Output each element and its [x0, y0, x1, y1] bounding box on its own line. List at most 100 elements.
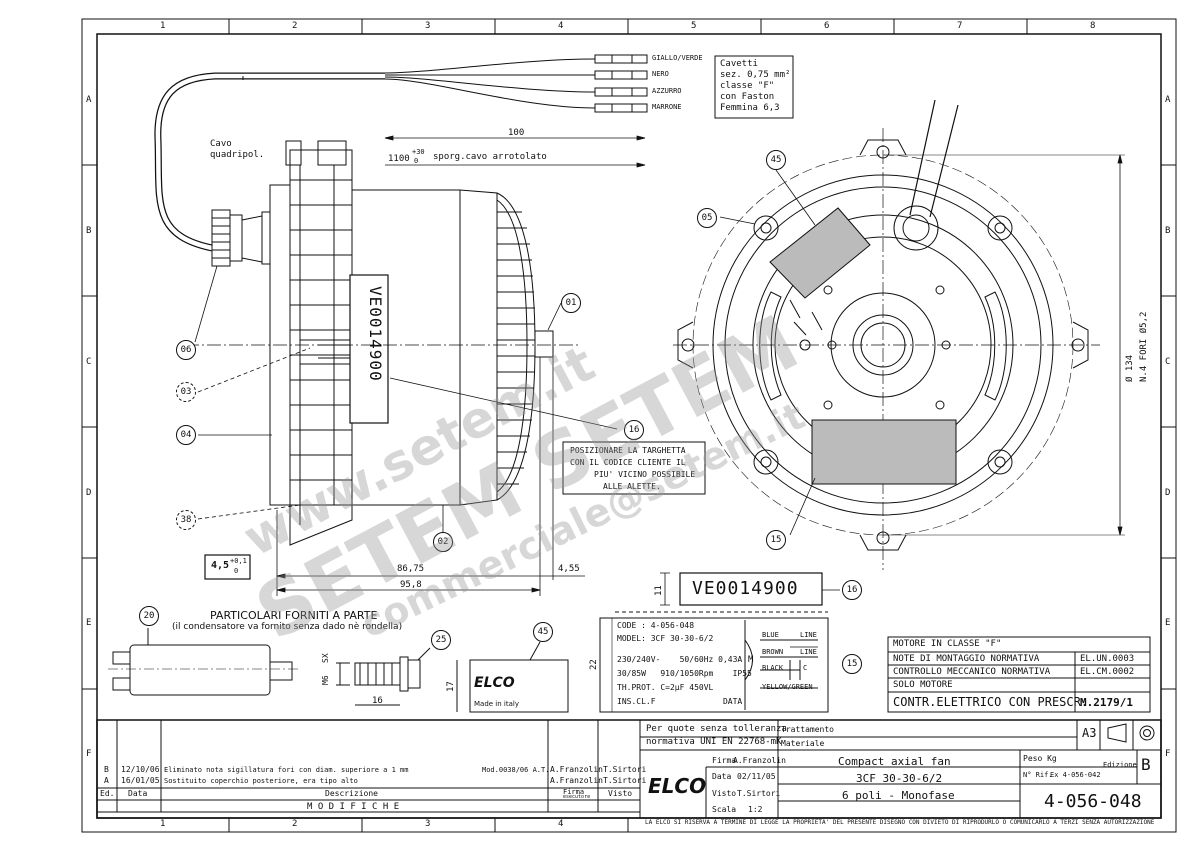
- wire-label-yellow-green: GIALLO/VERDE: [652, 54, 703, 62]
- side-view-motor: [154, 54, 648, 546]
- callout-15-plate: 15: [842, 654, 862, 674]
- side-code-label: VE0014900: [366, 286, 385, 382]
- col-6-top: 6: [824, 21, 830, 31]
- row-f-left: F: [86, 749, 92, 759]
- dim-m6: M6: [321, 675, 330, 685]
- rev-a-date: 16/01/05: [121, 776, 160, 785]
- peso-label: Peso Kg: [1023, 754, 1057, 763]
- wire-label-brown: MARRONE: [652, 103, 682, 111]
- nameplate-line-6: INS.CL.F DATA: [617, 697, 743, 706]
- tol-note-2: normativa UNI EN 22768-mK: [646, 737, 782, 747]
- code-label: VE0014900: [692, 578, 799, 599]
- small-logo-made: Made in italy: [474, 700, 519, 708]
- rev-b-desc: Eliminato nota sigillatura fori con diam…: [164, 766, 409, 774]
- rev-b-visto: T.Sirtori: [603, 765, 647, 774]
- spec-row-1: MOTORE IN CLASSE "F": [893, 639, 1002, 649]
- np-wire-line2: LINE: [800, 648, 817, 656]
- firma-value: A.Franzolin: [733, 756, 786, 765]
- edizione-label: Edizione: [1103, 761, 1137, 769]
- nameplate-line-5: TH.PROT. C=2µF 450VL: [617, 683, 714, 692]
- col-7-top: 7: [957, 21, 963, 31]
- wire-label-blue: AZZURRO: [652, 87, 682, 95]
- row-f-right: F: [1165, 749, 1171, 759]
- spec-row-4: SOLO MOTORE: [893, 680, 953, 690]
- spec-row-3-val: EL.CM.0002: [1080, 667, 1135, 677]
- rev-head-esecutore: esecutore: [563, 794, 591, 800]
- projection-symbol: [1107, 723, 1155, 743]
- wire-note-frame: [714, 55, 794, 119]
- callout-45-front: 45: [766, 150, 786, 170]
- rev-head-visto: Visto: [608, 789, 633, 798]
- rev-b-firm: A.Franzolin: [550, 765, 603, 774]
- spec-row-5: CONTR.ELETTRICO CON PRESCR.: [893, 695, 1089, 709]
- target-note-3: PIU' VICINO POSSIBILE: [594, 470, 696, 479]
- spec-row-5-val: M.2179/1: [1080, 696, 1133, 709]
- callout-38: 38: [176, 510, 196, 530]
- row-e-left: E: [86, 618, 92, 628]
- small-logo-label: [456, 641, 569, 713]
- np-wire-yellow-green: YELLOW/GREEN: [762, 683, 813, 691]
- rev-head-desc: Descrizione: [325, 789, 378, 798]
- particolari-subtitle: (il condensatore va fornito senza dado n…: [172, 622, 403, 632]
- visto-label: Visto: [712, 789, 737, 798]
- callout-04: 04: [176, 425, 196, 445]
- callout-02: 02: [433, 532, 453, 552]
- tol-box-value: 4,5: [211, 560, 230, 571]
- col-8-top: 8: [1090, 21, 1096, 31]
- outer-frame: [81, 18, 1177, 833]
- col-1-bottom: 1: [160, 819, 166, 829]
- elco-brand-logo: ELCO: [648, 774, 707, 798]
- dim-cable-tol-top: +30: [412, 148, 425, 156]
- format-a3: A3: [1082, 726, 1097, 740]
- code-label-dims: [660, 572, 840, 606]
- tol-box-bottom: 0: [234, 567, 239, 575]
- callout-06: 06: [176, 340, 196, 360]
- row-e-right: E: [1165, 618, 1171, 628]
- data-label: Data: [712, 772, 732, 781]
- side-code-label-frame: [349, 274, 389, 424]
- row-b-left: B: [86, 226, 92, 236]
- dim-cable-100: 100: [508, 128, 525, 138]
- wire-note-5: Femmina 6,3: [720, 103, 780, 113]
- col-2-bottom: 2: [292, 819, 298, 829]
- firma-label: Firma: [712, 756, 737, 765]
- rev-b-date: 12/10/06: [121, 765, 160, 774]
- col-4-bottom: 4: [558, 819, 564, 829]
- callout-05: 05: [697, 208, 717, 228]
- rev-a-firm: A.Franzolin: [550, 776, 603, 785]
- callout-20: 20: [139, 606, 159, 626]
- nrif-value: Ex 4-056-042: [1050, 771, 1101, 779]
- np-wire-line1: LINE: [800, 631, 817, 639]
- spec-row-2: NOTE DI MONTAGGIO NORMATIVA: [893, 654, 1040, 664]
- col-3-top: 3: [425, 21, 431, 31]
- cable-label-1: Cavo: [210, 139, 232, 149]
- title-line-2: 3CF 30-30-6/2: [856, 772, 943, 785]
- screw-part: [336, 647, 431, 706]
- legal-notice: LA ELCO SI RISERVA A TERMINE DI LEGGE LA…: [645, 819, 1155, 826]
- rev-head-data: Data: [128, 789, 148, 798]
- visto-value: T.Sirtori: [737, 789, 781, 798]
- callout-15-front: 15: [766, 530, 786, 550]
- dim-sx: SX: [321, 653, 330, 663]
- col-5-top: 5: [691, 21, 697, 31]
- dim-cable-tol-bot: 0: [414, 157, 419, 165]
- row-c-right: C: [1165, 357, 1171, 367]
- wire-note-1: Cavetti: [720, 59, 758, 69]
- nameplate-line-4: 30/85W 910/1050Rpm IP55: [617, 669, 752, 678]
- dim-holes: N.4 FORI Ø5,2: [1139, 311, 1149, 382]
- col-4-top: 4: [558, 21, 564, 31]
- rev-head-firma: Firma: [563, 788, 585, 796]
- row-a-right: A: [1165, 95, 1171, 105]
- spec-row-3: CONTROLLO MECCANICO NORMATIVA: [893, 667, 1051, 677]
- np-wire-c: C: [803, 664, 808, 672]
- nameplate-line-1: CODE : 4-056-048: [617, 621, 695, 630]
- callout-01: 01: [561, 293, 581, 313]
- small-logo-brand: ELCO: [474, 675, 515, 691]
- callout-16-label: 16: [842, 580, 862, 600]
- target-note-4: ALLE ALETTE.: [603, 482, 661, 491]
- dim-screw-16: 16: [372, 696, 383, 706]
- row-d-right: D: [1165, 488, 1171, 498]
- code-label-height: 11: [654, 585, 664, 596]
